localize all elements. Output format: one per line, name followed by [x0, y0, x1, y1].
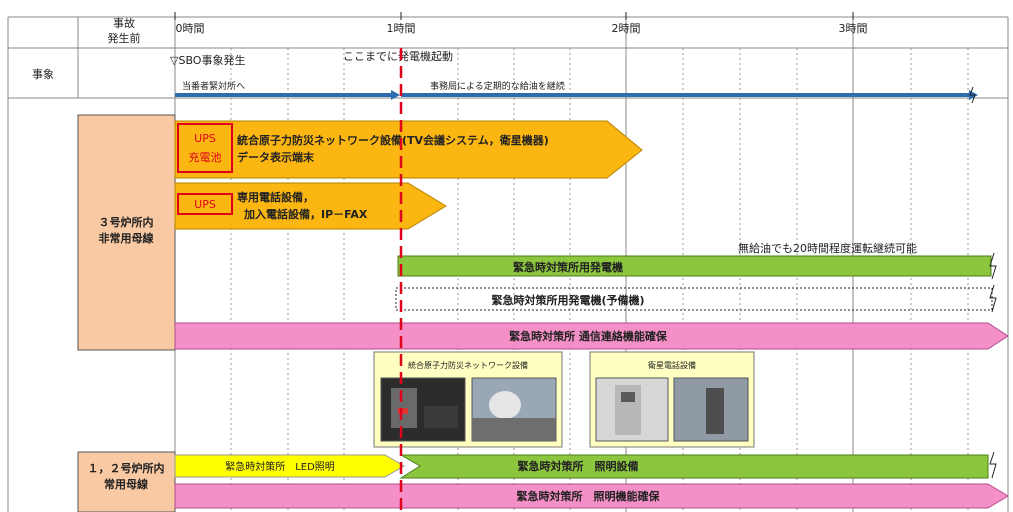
- led-lighting-label: 緊急時対策所 LED照明: [225, 460, 335, 473]
- network-equipment-arrow: [174, 120, 643, 179]
- hour-2-label: 2時間: [612, 22, 641, 35]
- event-row-label: 事象: [32, 68, 54, 81]
- before-accident-line1: 事故: [113, 16, 135, 30]
- comm-secured-label: 緊急時対策所 通信連絡機能確保: [509, 329, 668, 343]
- lighting-equipment-label: 緊急時対策所 照明設備: [518, 459, 639, 473]
- comm-secured-bar: [174, 322, 1009, 350]
- satphone-photo-panel: [589, 351, 755, 448]
- hour-3-label: 3時間: [839, 22, 868, 35]
- unit3-label-line2: 非常用母線: [99, 231, 154, 245]
- staff-arrow: [175, 90, 400, 100]
- hour-ticks: [174, 12, 854, 20]
- unit12-label-line1: １，２号炉所内: [88, 461, 165, 475]
- hour-1-label: 1時間: [387, 22, 416, 35]
- spare-generator-label: 緊急時対策所用発電機(予備機): [491, 293, 644, 307]
- data-terminal-label: データ表示端末: [237, 150, 315, 164]
- generator-bar: [397, 252, 997, 280]
- phone-line1-label: 専用電話設備，: [237, 190, 314, 204]
- before-accident-line2: 発生前: [108, 31, 141, 45]
- ups-label: UPS: [194, 132, 216, 145]
- lighting-equipment-bar: [399, 451, 997, 479]
- sbo-event-label: ▽SBO事象発生: [170, 53, 245, 67]
- network-photo-panel: [373, 351, 563, 448]
- phone-line2-label: 加入電話設備，IP－FAX: [243, 207, 368, 221]
- ups2-label: UPS: [194, 198, 216, 211]
- refueling-arrow: [401, 86, 978, 104]
- unit12-label-line2: 常用母線: [104, 477, 148, 491]
- photo2-caption: 衛星電話設備: [648, 360, 696, 370]
- lighting-secured-bar: [174, 483, 1009, 509]
- unit12-label-box: [77, 451, 176, 512]
- photo1-caption: 統合原子力防災ネットワーク設備: [408, 360, 528, 370]
- generator-label: 緊急時対策所用発電機: [513, 260, 623, 274]
- spare-generator-bar: [395, 284, 997, 313]
- generator-start-label: ここまでに発電機起動: [343, 49, 453, 63]
- unit3-label-line1: ３号炉所内: [99, 215, 154, 229]
- lighting-secured-label: 緊急時対策所 照明機能確保: [517, 489, 661, 503]
- phone-equipment-arrow: [174, 182, 447, 230]
- network-equipment-label: 統合原子力防災ネットワーク設備(TV会議システム，衛星機器): [237, 133, 549, 147]
- staff-to-center-label: 当番者緊対所へ: [182, 80, 245, 92]
- hour-0-label: 0時間: [176, 22, 205, 35]
- no-refuel-note: 無給油でも20時間程度運転継続可能: [738, 241, 917, 255]
- led-lighting-arrow: [174, 454, 405, 478]
- refueling-label: 事務局による定期的な給油を継続: [430, 80, 565, 92]
- unit3-label-box: [77, 114, 176, 351]
- battery-label: 充電池: [189, 150, 222, 164]
